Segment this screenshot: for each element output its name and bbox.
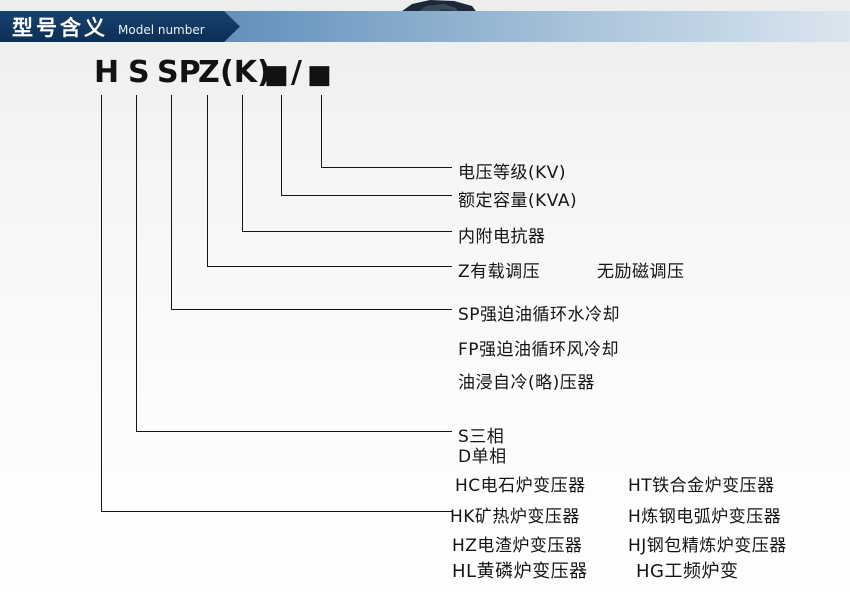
label-cooling-fp: FP强迫油循环风冷却 [458, 340, 620, 360]
label-type-hl: HL黄磷炉变压器 [452, 561, 588, 582]
code-part-h: H [94, 55, 120, 90]
label-voltage: 电压等级(KV) [458, 163, 567, 183]
code-part-sp: SP [157, 55, 201, 90]
code-part-square-capacity: ■ [264, 60, 289, 90]
label-type-hk: HK矿热炉变压器 [450, 507, 580, 527]
connector-reactor [242, 95, 452, 232]
connector-cooling [171, 95, 452, 310]
code-part-s: S [128, 55, 150, 90]
connector-regulation [207, 95, 452, 267]
label-reactor: 内附电抗器 [458, 227, 546, 247]
label-reg-onload: Z有载调压 [458, 262, 541, 282]
code-part-slash: / [291, 55, 302, 90]
label-type-ht: HT铁合金炉变压器 [628, 476, 775, 496]
connector-phase [136, 95, 452, 432]
connector-capacity [281, 95, 452, 196]
label-type-hg: HG工频炉变 [636, 561, 739, 582]
connector-furnace-type [101, 95, 452, 512]
code-part-z: Z [198, 55, 220, 90]
label-cooling-oil: 油浸自冷(略)压器 [458, 373, 595, 393]
label-type-h: H炼钢电弧炉变压器 [628, 507, 782, 527]
label-phase-s: S三相 [458, 427, 505, 447]
label-type-hc: HC电石炉变压器 [455, 476, 586, 496]
label-phase-d: D单相 [458, 447, 507, 467]
page-title: 型号含义 [12, 15, 108, 40]
label-reg-offload: 无励磁调压 [597, 262, 685, 282]
code-part-square-voltage: ■ [307, 60, 332, 90]
code-part-k: (K) [220, 55, 271, 90]
label-type-hj: HJ钢包精炼炉变压器 [628, 536, 787, 556]
page-subtitle: Model number [118, 23, 205, 37]
label-cooling-sp: SP强迫油循环水冷却 [458, 305, 621, 325]
label-type-hz: HZ电渣炉变压器 [452, 536, 583, 556]
label-capacity: 额定容量(KVA) [458, 191, 578, 211]
header-bar: 型号含义 Model number [0, 11, 850, 42]
connector-voltage [321, 95, 452, 168]
header-title-arrow: 型号含义 Model number [0, 11, 240, 42]
